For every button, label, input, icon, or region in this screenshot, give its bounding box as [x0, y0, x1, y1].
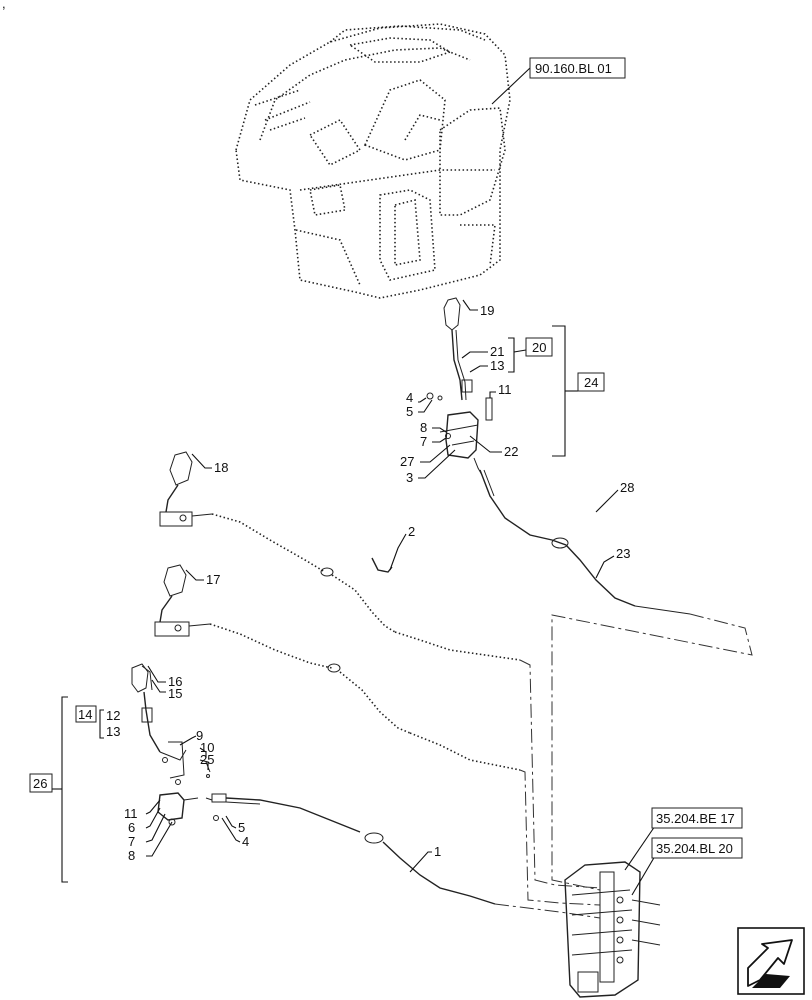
label-26: 26	[33, 776, 47, 791]
lever-17	[154, 564, 521, 771]
joystick-assembly	[426, 297, 691, 615]
callout-16: 16	[168, 674, 182, 689]
bracket-14	[99, 709, 104, 739]
callout-25: 25	[200, 752, 214, 767]
callout-6: 6	[128, 820, 135, 835]
callout-27: 27	[400, 454, 414, 469]
callout-13-upper: 13	[490, 358, 504, 373]
callout-2: 2	[408, 524, 415, 539]
cab-ref-leader	[491, 67, 531, 105]
callout-9: 9	[196, 728, 203, 743]
callout-11-upper: 11	[498, 382, 512, 397]
callout-8-upper: 8	[420, 420, 427, 435]
lever-18	[159, 451, 521, 661]
cab-ref-label: 90.160.BL 01	[535, 61, 612, 76]
callout-22: 22	[504, 444, 518, 459]
callout-5-lower: 5	[238, 820, 245, 835]
callout-7-lower: 7	[128, 834, 135, 849]
bracket-26	[61, 696, 68, 883]
callout-11-lower: 11	[124, 806, 138, 821]
callout-4-lower: 4	[242, 834, 249, 849]
callout-18: 18	[214, 460, 228, 475]
callout-7-upper: 7	[420, 434, 427, 449]
callout-19: 19	[480, 303, 494, 318]
valve-ref-b-leader	[631, 855, 656, 896]
callout-leaders	[145, 299, 619, 873]
callout-4-upper: 4	[406, 390, 413, 405]
valve-ref-a-leader	[624, 825, 656, 871]
callout-23: 23	[616, 546, 630, 561]
label-14: 14	[78, 707, 92, 722]
callout-10: 10	[200, 740, 214, 755]
valve-ref-a-label: 35.204.BE 17	[656, 811, 735, 826]
valve-ref-b-box	[651, 837, 743, 859]
next-page-arrow-icon[interactable]	[737, 927, 805, 995]
valve-ref-b-label: 35.204.BL 20	[656, 841, 733, 856]
callout-12: 12	[106, 708, 120, 723]
clip-2	[371, 557, 393, 573]
callout-28: 28	[620, 480, 634, 495]
lever-assembly-26	[131, 663, 496, 905]
callout-17: 17	[206, 572, 220, 587]
cab-console	[235, 23, 511, 299]
box-24	[577, 372, 605, 392]
callout-numbers: 19 21 13 4 5 11 8 7 27 3 22 28 18 2 23 1…	[106, 303, 634, 863]
cab-ref-box	[529, 57, 626, 79]
callout-13-lower: 13	[106, 724, 120, 739]
bracket-20	[508, 337, 515, 373]
callout-1: 1	[434, 844, 441, 859]
callout-21: 21	[490, 344, 504, 359]
box-14	[75, 705, 97, 723]
callout-8-lower: 8	[128, 848, 135, 863]
label-24: 24	[584, 375, 598, 390]
bracket-24	[552, 325, 566, 457]
box-26	[29, 773, 53, 793]
callout-15: 15	[168, 686, 182, 701]
callout-5-upper: 5	[406, 404, 413, 419]
corner-mark: ,	[2, 0, 6, 11]
valve-ref-a-box	[651, 807, 743, 829]
label-20: 20	[532, 340, 546, 355]
callout-3: 3	[406, 470, 413, 485]
routing-lines	[494, 613, 753, 919]
box-20	[525, 337, 553, 357]
control-valve	[564, 861, 661, 998]
